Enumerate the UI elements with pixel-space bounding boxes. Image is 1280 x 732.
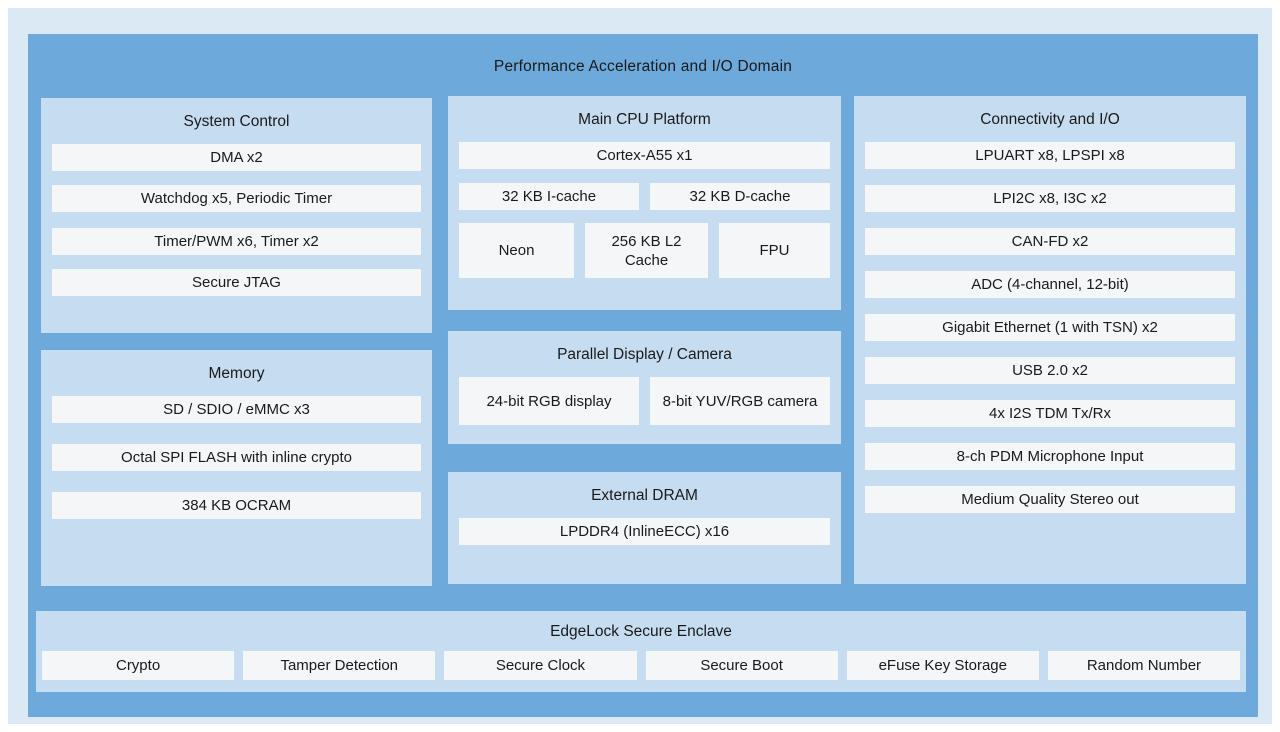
panel-title-display-camera: Parallel Display / Camera — [557, 346, 732, 363]
block-gigabit-ethernet: Gigabit Ethernet (1 with TSN) x2 — [865, 314, 1235, 341]
block-ocram: 384 KB OCRAM — [52, 492, 421, 519]
panel-title-external-dram: External DRAM — [591, 487, 698, 504]
block-secure-clock: Secure Clock — [444, 651, 637, 680]
block-crypto: Crypto — [42, 651, 235, 680]
block-dma: DMA x2 — [52, 144, 421, 171]
panel-memory: Memory SD / SDIO / eMMC x3 Octal SPI FLA… — [41, 350, 432, 586]
panel-title-memory: Memory — [208, 365, 265, 382]
block-can-fd: CAN-FD x2 — [865, 228, 1235, 255]
panel-system-control: System Control DMA x2 Watchdog x5, Perio… — [41, 98, 432, 333]
performance-domain-container: Performance Acceleration and I/O Domain … — [28, 34, 1258, 717]
diagram-frame: Performance Acceleration and I/O Domain … — [8, 8, 1272, 724]
block-neon: Neon — [459, 223, 574, 278]
panel-external-dram: External DRAM LPDDR4 (InlineECC) x16 — [448, 472, 841, 584]
block-rgb-display: 24-bit RGB display — [459, 377, 639, 425]
block-secure-boot: Secure Boot — [645, 651, 838, 680]
block-random-number: Random Number — [1047, 651, 1241, 680]
block-cortex-a55: Cortex-A55 x1 — [459, 142, 830, 169]
block-timer-pwm: Timer/PWM x6, Timer x2 — [52, 228, 421, 255]
block-adc: ADC (4-channel, 12-bit) — [865, 271, 1235, 298]
diagram-title: Performance Acceleration and I/O Domain — [493, 58, 793, 75]
block-i2s-tdm: 4x I2S TDM Tx/Rx — [865, 400, 1235, 427]
block-fpu: FPU — [719, 223, 830, 278]
block-watchdog: Watchdog x5, Periodic Timer — [52, 185, 421, 212]
panel-title-edgelock: EdgeLock Secure Enclave — [550, 623, 732, 640]
panel-title-main-cpu: Main CPU Platform — [578, 111, 711, 128]
block-icache: 32 KB I-cache — [459, 183, 639, 210]
block-octal-spi-flash: Octal SPI FLASH with inline crypto — [52, 444, 421, 471]
block-sd-sdio-emmc: SD / SDIO / eMMC x3 — [52, 396, 421, 423]
panel-title-connectivity: Connectivity and I/O — [980, 111, 1120, 128]
panel-edgelock: EdgeLock Secure Enclave Crypto Tamper De… — [36, 611, 1246, 692]
block-efuse-key-storage: eFuse Key Storage — [846, 651, 1039, 680]
block-usb: USB 2.0 x2 — [865, 357, 1235, 384]
panel-connectivity: Connectivity and I/O LPUART x8, LPSPI x8… — [854, 96, 1246, 584]
block-tamper-detection: Tamper Detection — [243, 651, 436, 680]
block-secure-jtag: Secure JTAG — [52, 269, 421, 296]
block-yuv-camera: 8-bit YUV/RGB camera — [650, 377, 830, 425]
panel-main-cpu: Main CPU Platform Cortex-A55 x1 32 KB I-… — [448, 96, 841, 310]
panel-display-camera: Parallel Display / Camera 24-bit RGB dis… — [448, 331, 841, 444]
block-lpi2c-i3c: LPI2C x8, I3C x2 — [865, 185, 1235, 212]
block-pdm-mic: 8-ch PDM Microphone Input — [865, 443, 1235, 470]
block-l2-cache: 256 KB L2 Cache — [585, 223, 708, 278]
block-lpddr4: LPDDR4 (InlineECC) x16 — [459, 518, 830, 545]
block-stereo-out: Medium Quality Stereo out — [865, 486, 1235, 513]
block-dcache: 32 KB D-cache — [650, 183, 830, 210]
panel-title-system-control: System Control — [183, 113, 290, 130]
block-lpuart-lpspi: LPUART x8, LPSPI x8 — [865, 142, 1235, 169]
